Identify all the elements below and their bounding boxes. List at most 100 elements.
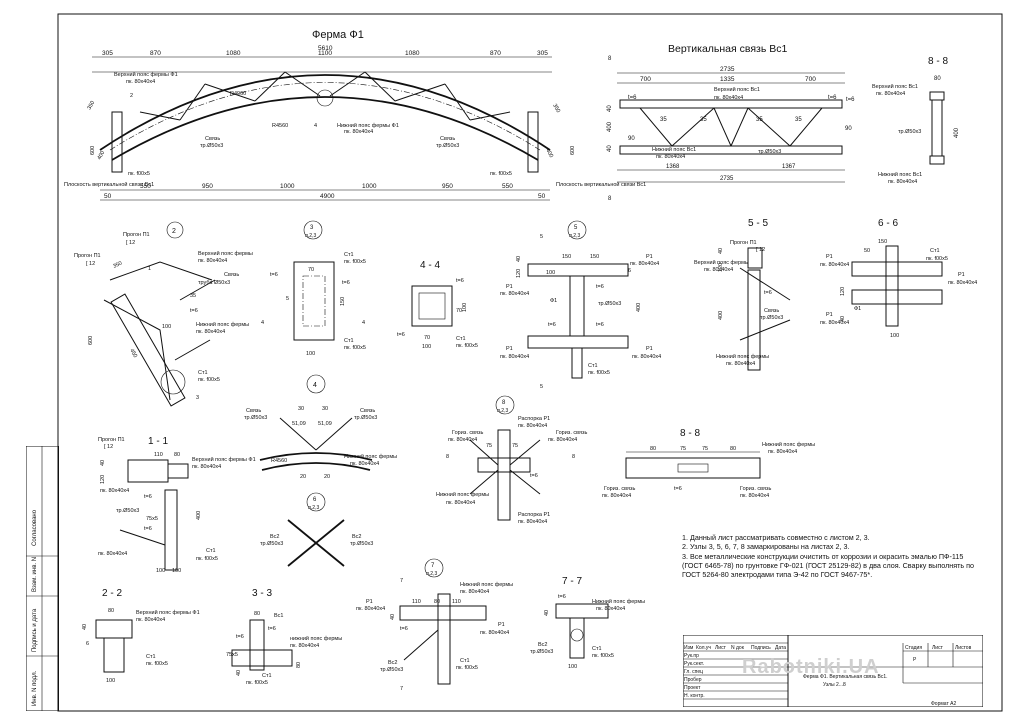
brace-dim-r2-2: 1335 bbox=[720, 76, 735, 83]
truss-dim-top-7: 305 bbox=[537, 50, 548, 57]
sec77-bc2-sec: тр.Ø50х3 bbox=[530, 649, 553, 655]
sec44-ct1: Ст1 bbox=[456, 336, 466, 342]
sec22-d100: 100 bbox=[106, 678, 115, 684]
brace-mark8-b: 8 bbox=[608, 196, 612, 202]
sec66-ct1-sec: пк. f00х5 bbox=[926, 256, 948, 262]
stamp-desc1: Ферма Ф1. Вертикальная связь Вс1. bbox=[803, 674, 888, 680]
sec55-d400: 400 bbox=[718, 311, 724, 320]
node3-sheet: л.2,3 bbox=[305, 233, 316, 239]
truss-h600: 600 bbox=[90, 146, 96, 155]
truss-dim-top-5: 1080 bbox=[405, 50, 420, 57]
sec11-d110: 110 bbox=[154, 452, 163, 458]
sec77-bc2: Вс2 bbox=[538, 642, 547, 648]
stamp-row-proekt: Проект bbox=[684, 685, 701, 691]
brace-h40-a: 40 bbox=[607, 105, 613, 112]
node4-a2: 51,09 bbox=[318, 421, 332, 427]
sec66-d40: 40 bbox=[840, 316, 846, 322]
node2-top-sec: пк. 80х40х4 bbox=[198, 258, 227, 264]
brace-diag-section: тр.Ø50х3 bbox=[758, 149, 781, 155]
brace-h40-b: 40 bbox=[607, 145, 613, 152]
node5-d150a: 150 bbox=[562, 254, 571, 260]
node5-t6b: t=6 bbox=[596, 284, 604, 290]
node7-m7a: 7 bbox=[400, 578, 403, 584]
node7-dim-3: 110 bbox=[452, 599, 461, 605]
truss-title: Ферма Ф1 bbox=[312, 29, 364, 41]
section-8-8-middle: 8 - 8 80 75 75 80 Нижний пояс фермы пк. … bbox=[602, 428, 815, 499]
stamp-row-rukpr: Рук.пр bbox=[684, 653, 699, 659]
truss-h400: 400 bbox=[97, 150, 107, 161]
node2-d100: 100 bbox=[162, 324, 171, 330]
node3-ct1a: Ст1 bbox=[344, 252, 354, 258]
node5-p1d: Р1 bbox=[646, 346, 653, 352]
node8-hlink-r: Гориз. связь bbox=[556, 430, 587, 436]
sec55-bottom-sec: пк. 80х40х4 bbox=[726, 361, 755, 367]
sec11-d120: 120 bbox=[100, 475, 106, 484]
section-4-4: 4 - 4 t=6 t=6 70 70 100 100 Ст1 пк. f00х… bbox=[397, 260, 478, 350]
node7-p1a: Р1 bbox=[366, 599, 373, 605]
node2-d600: 600 bbox=[88, 336, 94, 345]
node7-t6: t=6 bbox=[400, 626, 408, 632]
node5-p1a: Р1 bbox=[646, 254, 653, 260]
node5-num: 5 bbox=[574, 225, 578, 231]
truss-label-top-chord: Верхний пояс фермы Ф1 bbox=[114, 71, 178, 78]
brace-angle-3: 35 bbox=[756, 117, 763, 123]
node8-hlink-l: Гориз. связь bbox=[452, 430, 483, 436]
section88top-w80: 80 bbox=[934, 76, 941, 82]
sec33-d75x5: 75х5 bbox=[226, 652, 238, 658]
node2-n3: 3 bbox=[196, 395, 199, 401]
sec33-bottom-sec: пк. 80х40х4 bbox=[290, 643, 319, 649]
node3-num: 3 bbox=[310, 225, 314, 231]
truss-dim-bot-4: 1000 bbox=[280, 183, 295, 190]
sec88-hlink-l-sec: пк. 80х40х4 bbox=[602, 493, 631, 499]
node7-p1b-sec: пк. 80х40х4 bbox=[480, 630, 509, 636]
node8-hlink-r-sec: пк. 80х40х4 bbox=[548, 437, 577, 443]
sec11-link: тр.Ø50х3 bbox=[116, 508, 139, 514]
node4-d30b: 30 bbox=[322, 406, 328, 412]
section-7-7: 7 - 7 Нижний пояс фермы пк. 80х40х4 Вс2 … bbox=[530, 576, 645, 670]
watermark-logo: Rabotniki.UA bbox=[742, 656, 880, 678]
node7-dim-1: 110 bbox=[412, 599, 421, 605]
truss-label-top-section: пк. 80х40х4 bbox=[126, 79, 155, 85]
node2-bottom: Нижний пояс фермы bbox=[196, 321, 249, 328]
truss-dim-bot-5: 1000 bbox=[362, 183, 377, 190]
truss-dim-bot-8: 50 bbox=[538, 193, 546, 200]
node5-m5b: 5 bbox=[540, 384, 543, 390]
node7-num: 7 bbox=[431, 563, 435, 569]
node4-bottom-sec: пк. 80х40х4 bbox=[350, 461, 379, 467]
node2-d350: 350 bbox=[112, 260, 123, 269]
node2-purlin-sec: [ 12 bbox=[126, 240, 135, 246]
node6-sheet: л.2,3 bbox=[308, 505, 319, 511]
side-vzam: Взам. инв. N bbox=[32, 557, 38, 592]
node5-d100: 100 bbox=[546, 270, 555, 276]
node7-d40: 40 bbox=[390, 614, 396, 620]
node6-bc2b-sec: тр.Ø50х3 bbox=[350, 541, 373, 547]
truss-label-bottom-section: пк. 80х40х4 bbox=[344, 129, 373, 135]
section-3-3: 3 - 3 Вс1 80 t=6 t=6 75х5 40 80 нижний п… bbox=[226, 588, 342, 686]
node8-d75b: 75 bbox=[512, 443, 518, 449]
node8-bottom-sec: пк. 80х40х4 bbox=[446, 500, 475, 506]
sec66-d100: 100 bbox=[890, 333, 899, 339]
side-podp: Подпись и дата bbox=[32, 608, 38, 652]
node-4: 4 Связь тр.Ø50х3 Связь тр.Ø50х3 R4560 Ни… bbox=[244, 374, 397, 480]
brace-dim-top: 2735 bbox=[720, 66, 735, 73]
sec11-pk: пк. 80х40х4 bbox=[100, 488, 129, 494]
sec33-ct1: Ст1 bbox=[262, 673, 272, 679]
node8-m8a: 8 bbox=[446, 454, 449, 460]
node-8: 8 л.2,3 Распорка Р1 пк. 80х40х4 Распорка… bbox=[436, 395, 587, 525]
sec22-top-sec: пк. 80х40х4 bbox=[136, 617, 165, 623]
sec66-p1a: Р1 bbox=[826, 254, 833, 260]
section88top-top-section: пк. 80х40х4 bbox=[876, 91, 905, 97]
brace-t6-c: t=6 bbox=[846, 97, 855, 103]
sec77-bottom: Нижний пояс фермы bbox=[592, 598, 645, 605]
sec44-t6a: t=6 bbox=[456, 278, 464, 284]
sec88-hlink-r-sec: пк. 80х40х4 bbox=[740, 493, 769, 499]
note-1: 1. Данный лист рассматривать совместно с… bbox=[682, 533, 870, 542]
sec22-d40: 40 bbox=[82, 624, 88, 630]
truss-label-brace2-section: тр.Ø50х3 bbox=[436, 143, 459, 149]
sec11-d80: 80 bbox=[174, 452, 180, 458]
sec11-d75x5: 75х5 bbox=[146, 516, 158, 522]
truss-dim-top-3: 1080 bbox=[226, 50, 241, 57]
sec11-t6a: t=6 bbox=[144, 494, 152, 500]
sec11-d40: 40 bbox=[100, 460, 106, 466]
node8-t6: t=6 bbox=[530, 473, 538, 479]
